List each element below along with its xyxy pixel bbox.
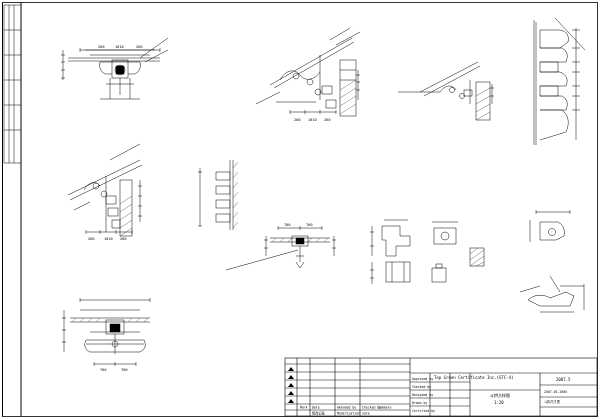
revision-col-checked: Checked by (362, 406, 381, 410)
revision-col-amended: Amended by (337, 406, 356, 410)
revision-marks (288, 367, 294, 403)
row-label-checked: Checked by (412, 385, 431, 389)
revision-col-modification: Modification note (337, 412, 370, 416)
row-label-certified: Certified by (412, 409, 435, 413)
hatch-beam-center (271, 237, 329, 243)
date-line-1: 2007.03.2005 (544, 390, 567, 394)
dim-label: 260 (136, 45, 143, 49)
detail-bracket-center-plan (225, 226, 336, 271)
detail-roof-bracket-middle-left (67, 143, 143, 237)
dim-label: 260 (98, 45, 105, 49)
dim-label: 760 (121, 368, 128, 372)
dim-label: 1010 (308, 118, 317, 122)
hatch-box-small (469, 247, 485, 267)
drawing-number: 2007.5 (556, 377, 571, 382)
detail-vertical-elevation (198, 160, 234, 230)
drawing-title: 斗拱大样图 (490, 392, 510, 398)
company-name: Top Green Certificate Inc.(GTC-4) (434, 375, 513, 380)
row-label-drawn: Drawn by (412, 401, 427, 405)
revision-col-cn: 修改记录 (312, 411, 326, 416)
dim-label: 1010 (115, 45, 124, 49)
dim-label: 260 (88, 237, 95, 241)
detail-roof-bracket-top-center (255, 27, 361, 117)
hatch-column-top-center (339, 79, 357, 115)
dim-label: 1010 (104, 237, 113, 241)
hatch-beam-bottom-left (71, 317, 149, 323)
detail-bracket-bottom-left (62, 298, 151, 366)
hatch-wall-vertical (232, 161, 239, 229)
detail-bracket-top-left (61, 37, 169, 100)
detail-component-sections (370, 219, 485, 284)
dim-label: 260 (120, 237, 127, 241)
date-line-2: 斗拱尺寸表 (544, 399, 561, 404)
detail-column-elevation-right (533, 17, 586, 145)
dim-label: 760 (284, 223, 291, 227)
revision-col-date: Date (312, 406, 320, 410)
detail10-dims: 760 760 (100, 368, 128, 372)
row-label-approved: Approved by (412, 377, 433, 381)
drawing-scale: 1:20 (494, 400, 504, 405)
revision-col-summary: Summary (378, 406, 392, 410)
dim-label: 260 (324, 118, 331, 122)
dim-label: 760 (306, 223, 313, 227)
revision-col-mark: Mark (300, 406, 308, 410)
detail-roof-bracket-top-right (398, 61, 494, 121)
detail1-dims: 260 1010 260 (98, 45, 143, 49)
hatch-column-middle-left (119, 195, 133, 237)
left-binding-strip (3, 4, 22, 164)
detail7-dims: 760 760 (284, 223, 313, 227)
dim-label: 760 (100, 368, 107, 372)
dim-label: 260 (294, 118, 301, 122)
detail-bracket-pieces-right (519, 210, 585, 313)
detail5-dims: 260 1010 260 (88, 237, 127, 241)
title-block (284, 357, 598, 417)
detail2-dims: 260 1010 260 (294, 118, 331, 122)
hatch-column-top-right (475, 87, 491, 121)
row-label-designed: Designed by (412, 393, 433, 397)
